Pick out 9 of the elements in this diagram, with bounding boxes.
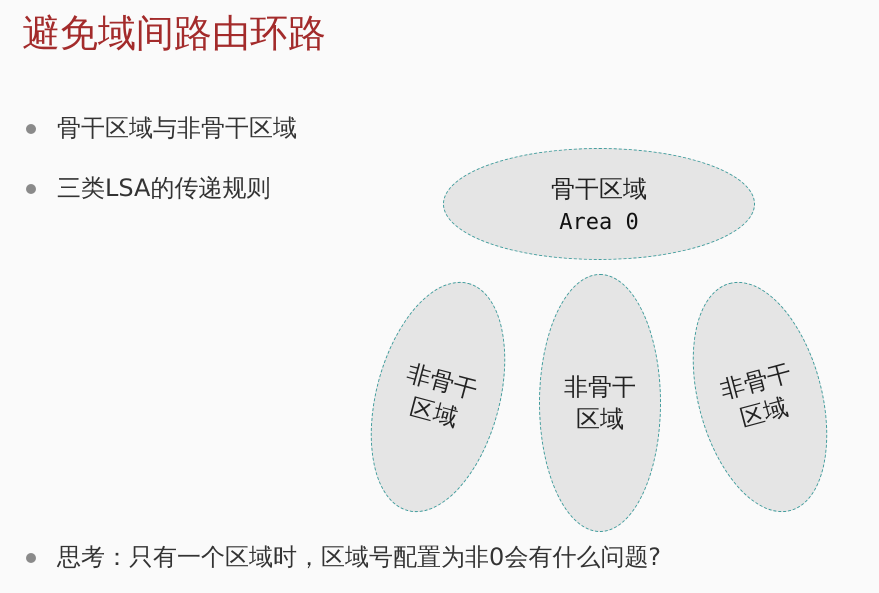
slide-title: 避免域间路由环路 [22,10,326,57]
area-name: 非骨干区域 [716,357,796,434]
area-name: 骨干区域 [551,174,647,206]
area-id: Area 0 [559,210,639,235]
bullet-text: 骨干区域与非骨干区域 [57,113,297,144]
bullet-text: 三类LSA的传递规则 [57,173,270,204]
area-name: 非骨干区域 [562,372,637,435]
bullet-text: 思考：只有一个区域时，区域号配置为非0会有什么问题? [57,542,662,573]
area-name: 非骨干区域 [402,357,482,434]
